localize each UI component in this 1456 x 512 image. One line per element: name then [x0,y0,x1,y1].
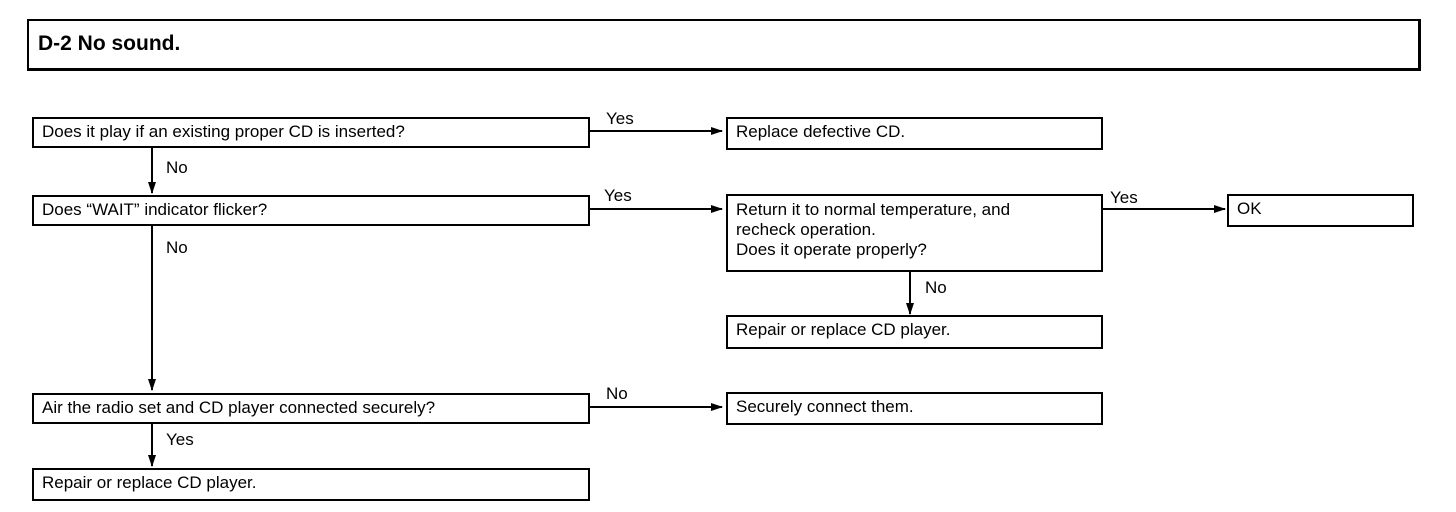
action-box-replace-cd: Replace defective CD. [726,117,1103,150]
question-box-wait-indicator: Does “WAIT” indicator flicker? [32,195,590,226]
label-q3-yes: Yes [166,430,194,449]
label-q1-yes: Yes [606,109,634,128]
action-box-repair-cd-player-1: Repair or replace CD player. [726,315,1103,349]
label-q2-no: No [166,238,188,257]
page-title: D-2 No sound. [27,19,1421,71]
question-box-temperature: Return it to normal temperature, and rec… [726,194,1103,272]
label-temp-yes: Yes [1110,188,1138,207]
action-box-repair-cd-player-2: Repair or replace CD player. [32,468,590,501]
label-q3-no: No [606,384,628,403]
label-q1-no: No [166,158,188,177]
action-box-secure-connect: Securely connect them. [726,392,1103,425]
question-box-play-cd: Does it play if an existing proper CD is… [32,117,590,148]
label-temp-no: No [925,278,947,297]
result-box-ok: OK [1227,194,1414,227]
label-q2-yes: Yes [604,186,632,205]
question-box-connected-securely: Air the radio set and CD player connecte… [32,393,590,424]
